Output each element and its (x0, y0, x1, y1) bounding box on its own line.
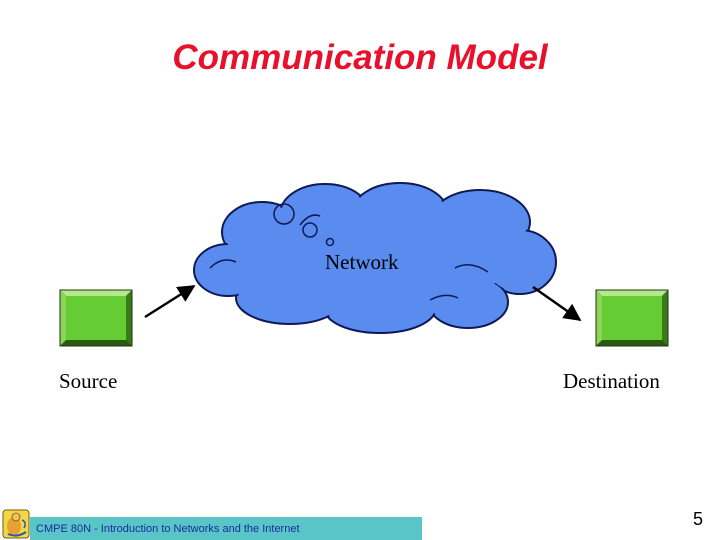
network-label: Network (325, 250, 399, 274)
destination-label: Destination (563, 369, 660, 393)
footer-course-title: CMPE 80N - Introduction to Networks and … (36, 523, 300, 535)
network-cloud (193, 182, 557, 334)
slide-title: Communication Model (172, 38, 548, 77)
footer-bar: CMPE 80N - Introduction to Networks and … (30, 517, 422, 540)
source-node (59, 289, 133, 347)
page-number: 5 (692, 509, 703, 529)
destination-node (595, 289, 669, 347)
university-logo-icon (2, 509, 30, 539)
network-to-destination-arrow (532, 285, 582, 322)
source-to-network-arrow (144, 284, 196, 319)
source-label: Source (59, 369, 118, 393)
